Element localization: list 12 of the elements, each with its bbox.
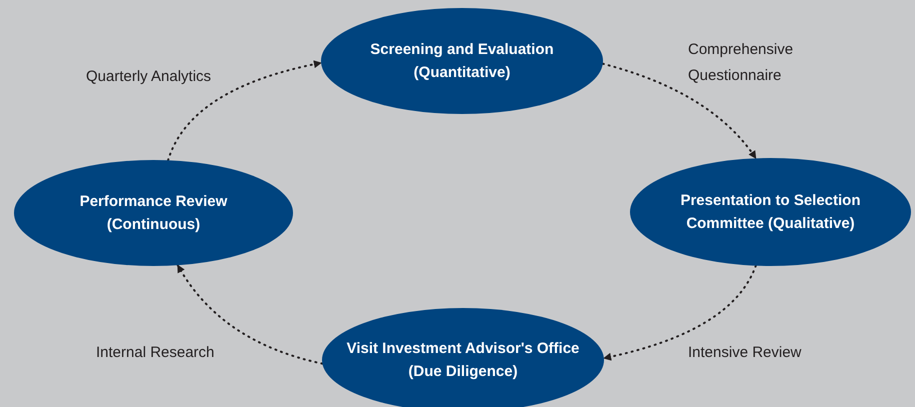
node-label: Presentation to Selection Committee (Qualitative)	[679, 191, 862, 234]
dotted-arrow	[167, 60, 322, 162]
node-label: Visit Investment Advisor's Office (Due Diligence)	[346, 339, 580, 382]
edge-label: Internal Research	[96, 343, 216, 363]
dotted-arrow	[602, 62, 757, 160]
node-label: Performance Review (Continuous)	[78, 192, 228, 235]
edge-label: Intensive Review	[688, 343, 802, 363]
edge-label: Quarterly Analytics	[86, 67, 212, 87]
dotted-arrow	[602, 264, 757, 360]
dotted-arrow	[176, 264, 324, 365]
edge-label: Comprehensive Questionnaire	[688, 40, 794, 86]
node-label: Screening and Evaluation (Quantitative)	[369, 40, 555, 83]
